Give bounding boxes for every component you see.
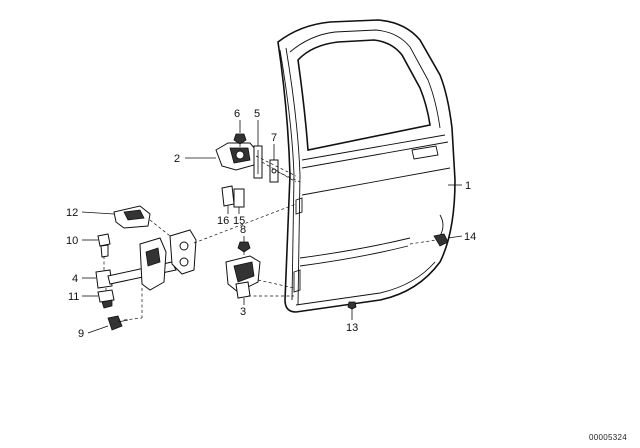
upper-hinge-part-2 bbox=[215, 142, 257, 171]
callout-12: 12 bbox=[66, 207, 78, 219]
assembly-lines bbox=[103, 144, 437, 321]
callout-labels: 1 2 3 4 5 6 7 8 9 10 11 12 13 14 15 16 bbox=[66, 108, 476, 340]
door-check-part-4 bbox=[95, 229, 197, 291]
bracket-part-12 bbox=[113, 205, 151, 229]
callout-5: 5 bbox=[254, 108, 260, 120]
callout-14: 14 bbox=[464, 231, 476, 243]
callout-10: 10 bbox=[66, 235, 78, 247]
rear-door-panel bbox=[277, 19, 456, 313]
hinge-pin-part-5 bbox=[253, 145, 263, 179]
clip-part-14 bbox=[433, 233, 449, 247]
shim-part-15 bbox=[233, 188, 245, 208]
callout-8: 8 bbox=[240, 224, 246, 236]
callout-1: 1 bbox=[465, 180, 471, 192]
callout-9: 9 bbox=[78, 328, 84, 340]
callout-11: 11 bbox=[68, 291, 79, 303]
nut-part-6 bbox=[233, 133, 247, 145]
drawing-code: 00005324 bbox=[589, 433, 627, 442]
callout-16: 16 bbox=[217, 215, 229, 227]
callout-6: 6 bbox=[234, 108, 240, 120]
screw-part-9 bbox=[107, 315, 129, 331]
callout-3: 3 bbox=[240, 306, 246, 318]
lower-hinge-part-3 bbox=[225, 255, 261, 299]
callout-13: 13 bbox=[346, 322, 358, 334]
leader-lines bbox=[81, 120, 463, 334]
nut-part-8 bbox=[237, 241, 251, 253]
bolt-part-10 bbox=[97, 233, 111, 258]
screw-part-13 bbox=[347, 301, 357, 313]
plate-part-7 bbox=[269, 159, 279, 183]
callout-2: 2 bbox=[174, 153, 180, 165]
callout-15: 15 bbox=[233, 215, 245, 227]
roller-part-11 bbox=[97, 289, 115, 309]
shim-part-16 bbox=[221, 185, 235, 207]
callout-7: 7 bbox=[271, 132, 277, 144]
callout-4: 4 bbox=[72, 273, 78, 285]
